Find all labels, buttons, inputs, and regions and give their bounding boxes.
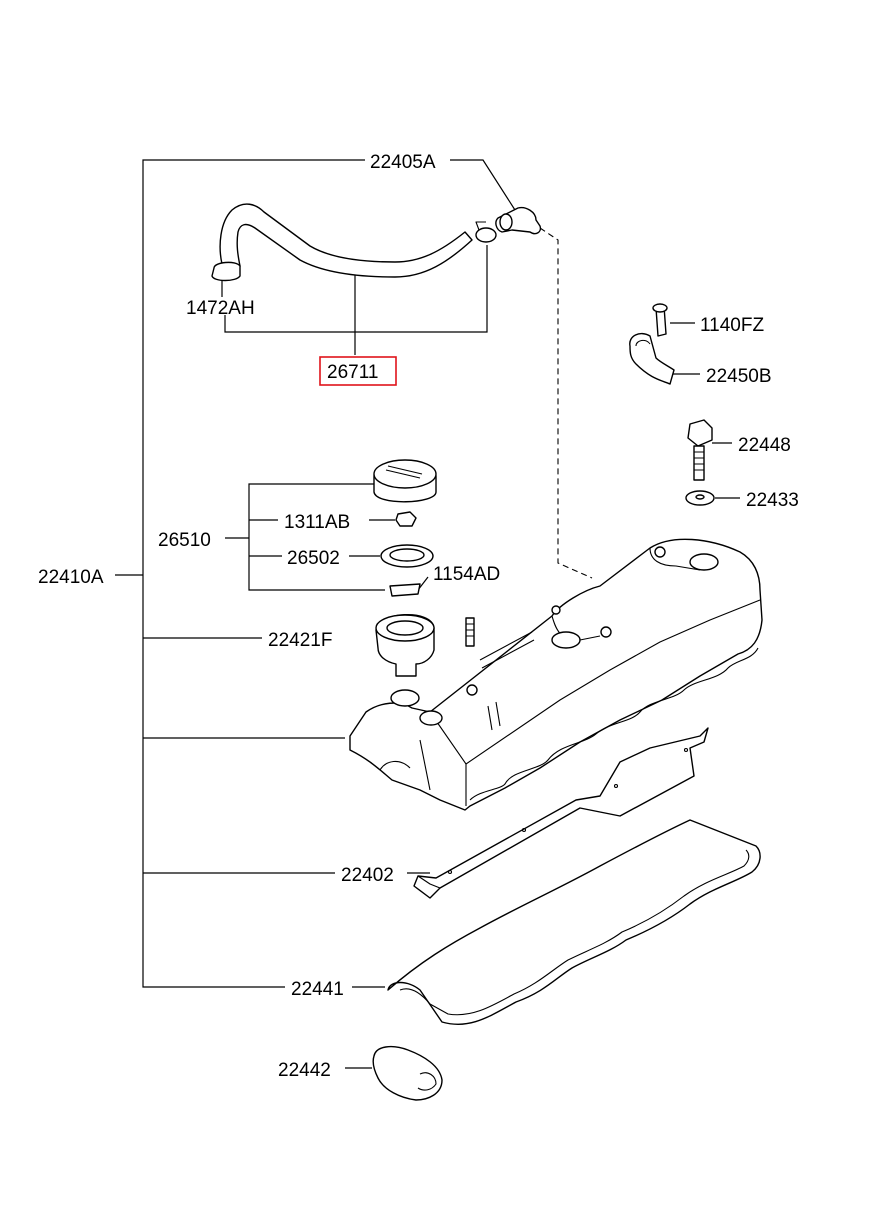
bolt-washer-part [685,419,715,506]
cover-gasket [387,819,761,1026]
label-1154AD: 1154AD [433,564,500,585]
hose-clamp-part [629,303,675,385]
label-22448: 22448 [738,435,791,456]
label-22441: 22441 [291,979,344,1000]
baffle-plate [413,727,709,899]
part-labels: 22405A 1472AH 26711 1140FZ 22450B 22448 … [38,152,799,1081]
filler-neck [375,614,435,677]
label-1311AB: 1311AB [284,512,350,533]
label-22442: 22442 [278,1060,331,1081]
label-22450B: 22450B [706,366,772,387]
label-22410A: 22410A [38,567,104,588]
label-26711: 26711 [327,362,378,383]
label-26510: 26510 [158,530,211,551]
breather-hose [211,203,542,282]
stud-part [465,617,475,647]
label-22402: 22402 [341,865,394,886]
label-22405A: 22405A [370,152,436,173]
label-1472AH: 1472AH [186,298,255,319]
oil-filler-cap [373,459,437,597]
label-22433: 22433 [746,490,799,511]
assembly-dashed-line [539,227,593,579]
label-1140FZ: 1140FZ [700,315,764,336]
rocker-cover [349,538,763,811]
half-moon-plug [372,1045,443,1101]
part-number-highlight [319,356,397,386]
label-22421F: 22421F [268,630,332,651]
leader-lines [115,159,740,1069]
label-26502: 26502 [287,548,340,569]
